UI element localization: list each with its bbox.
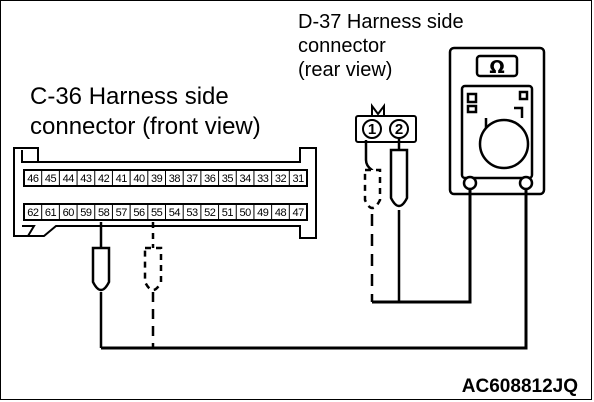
c36-pin-58-label: 58: [98, 207, 110, 219]
d37-label-line1: D-37 Harness side: [298, 11, 464, 33]
c36-label-line2: connector (front view): [30, 113, 261, 140]
c36-probe-solid: [91, 222, 111, 348]
c36-pin-36-label: 36: [204, 173, 216, 185]
c36-housing: [13, 147, 317, 239]
c36-pin-34-label: 34: [239, 173, 251, 185]
d37-pin-1-circle: [362, 119, 382, 139]
meter-ohm-window: [475, 54, 519, 78]
c36-bottom-notch: [22, 225, 36, 237]
c36-pin-61-label: 61: [45, 207, 57, 219]
c36-pin-59-label: 59: [80, 207, 92, 219]
c36-pin-49-label: 49: [257, 207, 269, 219]
c36-pin-53-label: 53: [186, 207, 198, 219]
c36-pin-38-label: 38: [169, 173, 181, 185]
meter-terminal-right: [518, 175, 534, 191]
ohm-symbol: Ω: [489, 57, 504, 78]
c36-pin-47-label: 47: [293, 207, 305, 219]
c36-pin-52-label: 52: [204, 207, 216, 219]
c36-pin-43-label: 43: [80, 173, 92, 185]
wire-c36-to-meter: [101, 189, 528, 350]
ohmmeter-icon: [448, 46, 546, 196]
d37-probe-solid: [389, 138, 409, 302]
c36-pin-51-label: 51: [222, 207, 234, 219]
c36-pin-40-label: 40: [133, 173, 145, 185]
c36-pin-31-label: 31: [293, 173, 305, 185]
c36-connector: [13, 147, 317, 239]
c36-pin-60-label: 60: [63, 207, 75, 219]
c36-label-line1: C-36 Harness side: [30, 83, 229, 110]
d37-pin-2-label: 2: [395, 121, 403, 138]
c36-pin-35-label: 35: [222, 173, 234, 185]
d37-label-line2: connector: [298, 35, 386, 57]
c36-pin-46-label: 46: [27, 173, 39, 185]
c36-pin-54-label: 54: [169, 207, 181, 219]
c36-pin-41-label: 41: [116, 173, 128, 185]
c36-pin-50-label: 50: [239, 207, 251, 219]
wire-d37-pin1-to-meter: [372, 189, 472, 304]
d37-pin-1-label: 1: [368, 121, 376, 138]
d37-label-line3: (rear view): [298, 59, 392, 81]
c36-lock-notch: [21, 150, 38, 163]
figure-code: AC608812JQ: [462, 376, 578, 397]
d37-probe-dashed: [363, 140, 382, 302]
meter-small-box-2: [518, 90, 529, 101]
c36-pin-42-label: 42: [98, 173, 110, 185]
c36-pin-48-label: 48: [275, 207, 287, 219]
c36-pin-32-label: 32: [275, 173, 287, 185]
meter-dial-mark: [484, 106, 524, 128]
c36-pin-33-label: 33: [257, 173, 269, 185]
wiring: [101, 189, 528, 350]
c36-pin-57-label: 57: [116, 207, 128, 219]
c36-pin-39-label: 39: [151, 173, 163, 185]
c36-pin-45-label: 45: [45, 173, 57, 185]
meter-terminal-left: [462, 175, 478, 191]
c36-pin-56-label: 56: [133, 207, 145, 219]
meter-small-bracket: [466, 104, 478, 114]
c36-pin-55-label: 55: [151, 207, 163, 219]
d37-connector: [355, 103, 417, 143]
c36-probe-dashed: [143, 222, 163, 348]
meter-small-box-1: [466, 92, 478, 104]
c36-pin-44-label: 44: [63, 173, 75, 185]
c36-pin-62-label: 62: [27, 207, 39, 219]
meter-dial: [478, 118, 530, 170]
c36-pin-37-label: 37: [186, 173, 198, 185]
